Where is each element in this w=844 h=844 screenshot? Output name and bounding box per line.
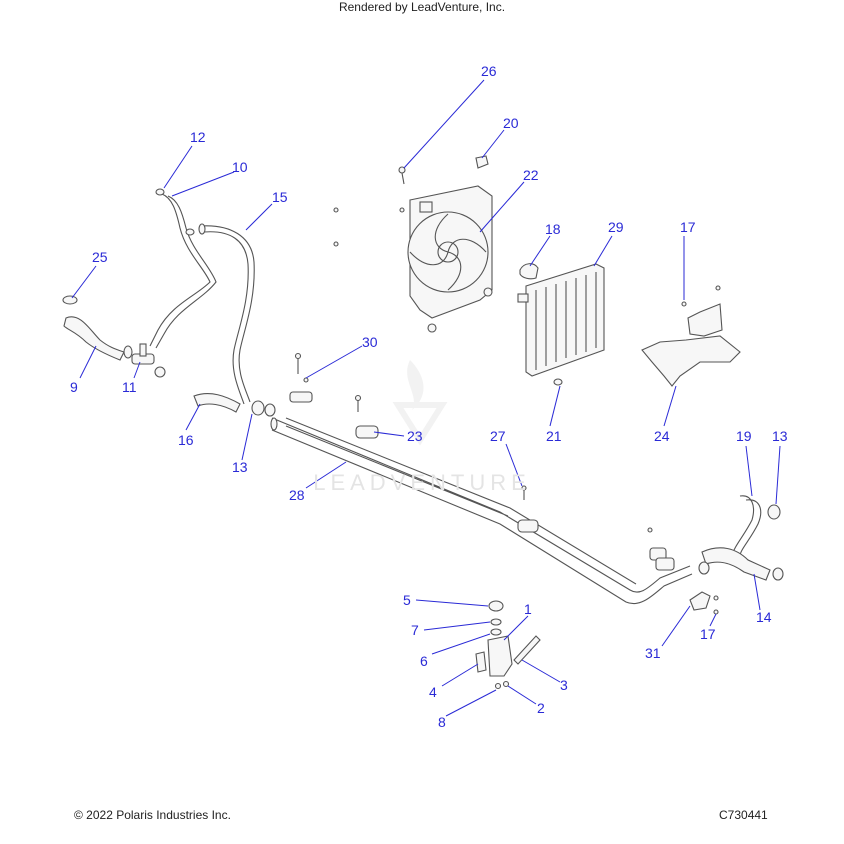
callout-28: 28 bbox=[289, 487, 305, 503]
watermark-text: LEADVENTURE bbox=[313, 470, 531, 495]
callout-3: 3 bbox=[560, 677, 568, 693]
callout-1: 1 bbox=[524, 601, 532, 617]
callout-13-right: 13 bbox=[772, 428, 788, 444]
tubes-28 bbox=[271, 417, 693, 604]
clamp-13-left bbox=[251, 400, 265, 416]
hose-16 bbox=[193, 393, 241, 413]
cap-5 bbox=[488, 600, 504, 612]
radiator-29 bbox=[517, 263, 605, 377]
reservoir-1 bbox=[487, 635, 513, 677]
copyright-text: © 2022 Polaris Industries Inc. bbox=[74, 808, 231, 822]
clamp-12 bbox=[155, 188, 165, 196]
callout-14: 14 bbox=[756, 609, 772, 625]
callout-19: 19 bbox=[736, 428, 752, 444]
callout-17-bottom: 17 bbox=[700, 626, 716, 642]
nut-8 bbox=[494, 682, 502, 690]
cap-18 bbox=[519, 263, 539, 280]
cap-25 bbox=[62, 295, 78, 305]
hose-9 bbox=[63, 316, 125, 361]
gasket-7 bbox=[490, 618, 502, 626]
tube-3 bbox=[513, 635, 541, 665]
screw-2 bbox=[502, 680, 510, 688]
callout-30: 30 bbox=[362, 334, 378, 350]
bracket-24 bbox=[641, 285, 741, 387]
clamp-13-right bbox=[767, 504, 781, 520]
callout-2: 2 bbox=[537, 700, 545, 716]
callout-20: 20 bbox=[503, 115, 519, 131]
clip-27 bbox=[517, 485, 675, 571]
tee-14 bbox=[701, 547, 771, 581]
callout-18: 18 bbox=[545, 221, 561, 237]
callout-10: 10 bbox=[232, 159, 248, 175]
hose-10 bbox=[149, 193, 217, 349]
callout-13-left: 13 bbox=[232, 459, 248, 475]
plug-21 bbox=[553, 378, 563, 386]
ring-6 bbox=[490, 628, 502, 636]
callout-29: 29 bbox=[608, 219, 624, 235]
hose-15 bbox=[199, 225, 255, 405]
callout-24: 24 bbox=[654, 428, 670, 444]
callout-8: 8 bbox=[438, 714, 446, 730]
callout-6: 6 bbox=[420, 653, 428, 669]
fan-22 bbox=[407, 185, 493, 333]
rendered-by-text: Rendered by LeadVenture, Inc. bbox=[338, 0, 506, 14]
callout-16: 16 bbox=[178, 432, 194, 448]
bracket-31 bbox=[689, 591, 711, 611]
callout-17-top: 17 bbox=[680, 219, 696, 235]
callouts: 26 20 22 12 10 15 18 29 17 25 30 9 11 16… bbox=[70, 63, 788, 730]
tee-fitting-11 bbox=[123, 343, 166, 378]
callout-7: 7 bbox=[411, 622, 419, 638]
callout-11: 11 bbox=[122, 379, 137, 395]
callout-31: 31 bbox=[645, 645, 661, 661]
clip-23 bbox=[354, 394, 379, 439]
hose-19 bbox=[731, 495, 762, 567]
watermark-logo bbox=[392, 360, 448, 446]
callout-15: 15 bbox=[272, 189, 288, 205]
callout-26: 26 bbox=[481, 63, 497, 79]
callout-12: 12 bbox=[190, 129, 206, 145]
catalog-number: C730441 bbox=[719, 808, 768, 822]
callout-25: 25 bbox=[92, 249, 108, 265]
callout-22: 22 bbox=[523, 167, 539, 183]
callout-27: 27 bbox=[490, 428, 506, 444]
bracket-4 bbox=[475, 651, 487, 673]
clip-30 bbox=[289, 352, 313, 403]
leader-lines bbox=[71, 79, 781, 717]
callout-21: 21 bbox=[546, 428, 562, 444]
screw-26 bbox=[398, 166, 406, 185]
callout-23: 23 bbox=[407, 428, 423, 444]
callout-9: 9 bbox=[70, 379, 78, 395]
callout-4: 4 bbox=[429, 684, 437, 700]
callout-5: 5 bbox=[403, 592, 411, 608]
